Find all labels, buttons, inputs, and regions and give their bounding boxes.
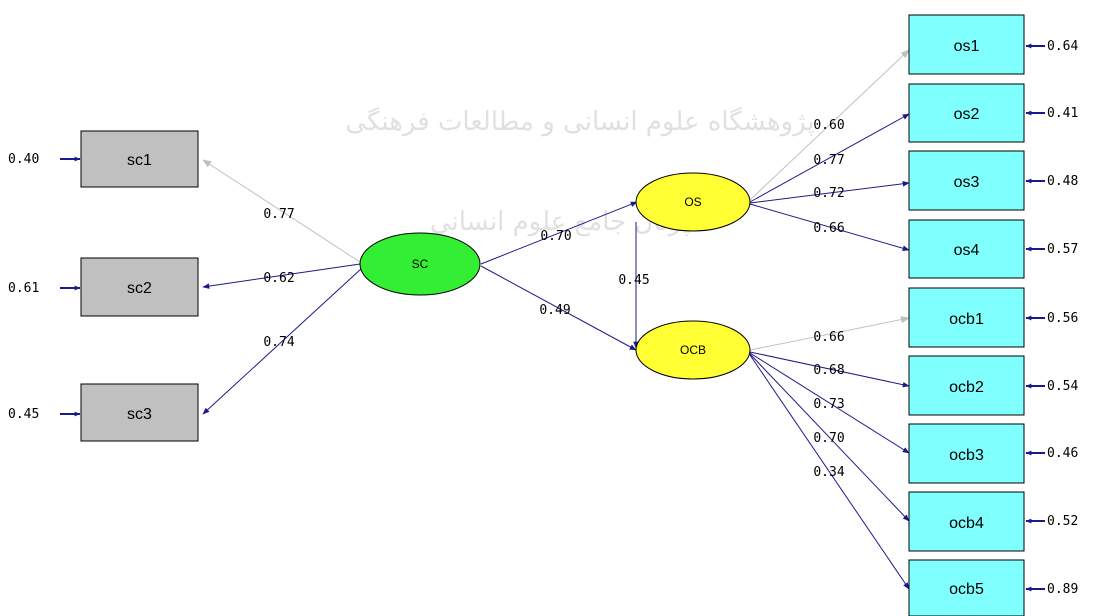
latent-os-label: OS	[684, 195, 701, 209]
error-ocb1: 0.56	[1047, 311, 1078, 326]
node-ocb2-label: ocb2	[949, 379, 984, 396]
coef-ocb-ocb1: 0.66	[813, 330, 844, 345]
node-ocb3[interactable]: ocb3	[908, 423, 1025, 484]
coef-sc-sc3: 0.74	[263, 335, 294, 350]
node-sc3[interactable]: sc3	[80, 383, 199, 442]
node-sc1[interactable]: sc1	[80, 130, 199, 188]
node-sc2-label: sc2	[127, 280, 152, 297]
path-os-os3	[749, 181, 910, 204]
coef-os-os3: 0.72	[813, 186, 844, 201]
node-ocb1-label: ocb1	[949, 311, 984, 328]
node-os4-label: os4	[954, 242, 980, 259]
coef-os-os4: 0.66	[813, 221, 844, 236]
coef-sc-os: 0.70	[540, 229, 571, 244]
path-os-os1	[749, 49, 910, 201]
path-ocb-ocb4	[749, 353, 910, 522]
node-ocb5[interactable]: ocb5	[908, 559, 1025, 616]
node-ocb3-label: ocb3	[949, 447, 984, 464]
path-os-os4	[749, 203, 910, 251]
node-sc2[interactable]: sc2	[80, 257, 199, 317]
error-ocb4: 0.52	[1047, 514, 1078, 529]
error-ocb5: 0.89	[1047, 582, 1078, 597]
coef-ocb-ocb2: 0.68	[813, 363, 844, 378]
error-os2: 0.41	[1047, 106, 1078, 121]
node-os4[interactable]: os4	[908, 219, 1025, 279]
latent-sc-label: SC	[412, 257, 429, 271]
path-sc-os	[480, 201, 638, 265]
coef-os-os1: 0.60	[813, 118, 844, 133]
node-os3-label: os3	[954, 174, 980, 191]
coef-os-ocb: 0.45	[618, 273, 649, 288]
path-sc-sc1	[202, 159, 361, 263]
node-sc1-label: sc1	[127, 152, 152, 169]
path-sc-sc2	[202, 263, 361, 289]
error-os3: 0.48	[1047, 174, 1078, 189]
watermark: پژوهشگاه علوم انسانی و مطالعات فرهنگی پر…	[345, 106, 814, 237]
error-sc1: 0.40	[8, 152, 39, 167]
coef-ocb-ocb4: 0.70	[813, 431, 844, 446]
latent-ocb-label: OCB	[680, 343, 706, 357]
node-ocb2[interactable]: ocb2	[908, 355, 1025, 416]
node-os1-label: os1	[954, 38, 980, 55]
error-ocb3: 0.46	[1047, 446, 1078, 461]
path-ocb-ocb2	[749, 351, 910, 388]
coef-ocb-ocb5: 0.34	[813, 465, 844, 480]
coef-sc-ocb: 0.49	[539, 303, 570, 318]
node-sc3-label: sc3	[127, 406, 152, 423]
error-os1: 0.64	[1047, 39, 1078, 54]
error-sc3: 0.45	[8, 407, 39, 422]
latent-os[interactable]: OS	[635, 172, 751, 232]
node-ocb5-label: ocb5	[949, 581, 984, 598]
path-sc-sc3	[202, 267, 363, 415]
path-ocb-ocb1	[749, 316, 910, 351]
coef-sc-sc1: 0.77	[263, 207, 294, 222]
error-sc2: 0.61	[8, 281, 39, 296]
watermark-line-1: پژوهشگاه علوم انسانی و مطالعات فرهنگی	[345, 106, 814, 137]
path-sc-ocb	[480, 265, 637, 351]
latent-ocb[interactable]: OCB	[635, 320, 751, 380]
latent-sc[interactable]: SC	[359, 232, 481, 296]
coef-os-os2: 0.77	[813, 153, 844, 168]
path-ocb-ocb3	[749, 352, 910, 454]
coef-ocb-ocb3: 0.73	[813, 397, 844, 412]
node-os2[interactable]: os2	[908, 83, 1025, 143]
node-os1[interactable]: os1	[908, 14, 1025, 75]
node-os2-label: os2	[954, 106, 980, 123]
coef-sc-sc2: 0.62	[263, 271, 294, 286]
path-ocb-ocb5	[749, 354, 910, 590]
node-ocb4-label: ocb4	[949, 515, 984, 532]
error-os4: 0.57	[1047, 242, 1078, 257]
error-ocb2: 0.54	[1047, 379, 1078, 394]
error-arrows	[60, 43, 1045, 592]
node-ocb4[interactable]: ocb4	[908, 491, 1025, 552]
node-os3[interactable]: os3	[908, 150, 1025, 211]
node-ocb1[interactable]: ocb1	[908, 287, 1025, 348]
path-os-os2	[749, 113, 910, 203]
